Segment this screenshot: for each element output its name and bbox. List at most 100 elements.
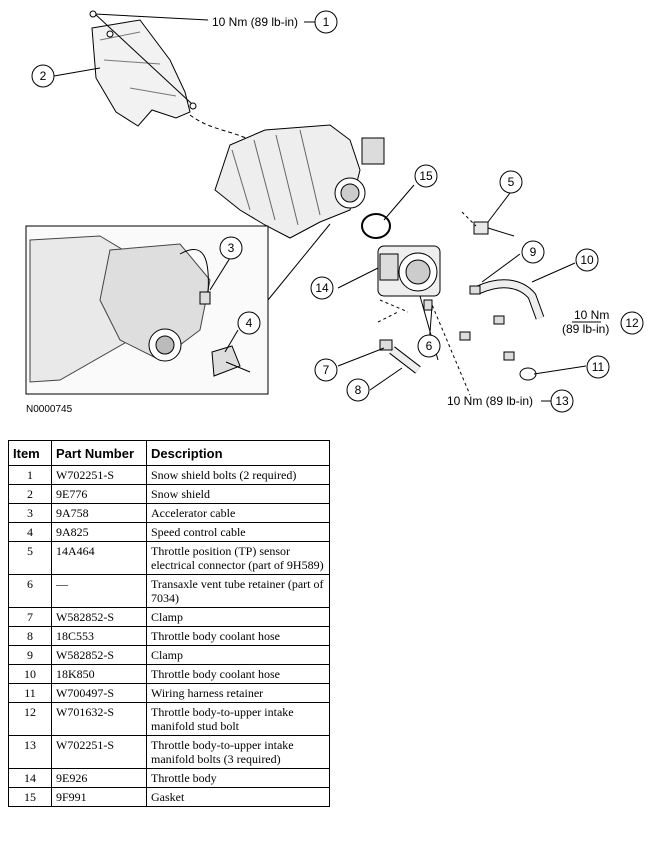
tp-connector-illustration <box>473 221 515 237</box>
callout-3: 3 <box>219 236 243 260</box>
item-cell: 9 <box>8 645 52 665</box>
item-cell: 11 <box>8 683 52 703</box>
part-number-cell: 9A825 <box>51 522 147 542</box>
part-number-cell: W582852-S <box>51 607 147 627</box>
item-cell: 7 <box>8 607 52 627</box>
description-cell: Wiring harness retainer <box>146 683 330 703</box>
header-part-number: Part Number <box>51 440 147 466</box>
item-cell: 12 <box>8 702 52 736</box>
callout-number: 13 <box>555 394 569 408</box>
bolts-illustration <box>459 285 537 381</box>
description-cell: Throttle body-to-upper intake manifold s… <box>146 702 330 736</box>
callout-number: 11 <box>592 360 605 374</box>
item-cell: 1 <box>8 465 52 485</box>
description-cell: Clamp <box>146 645 330 665</box>
torque-label-13: 10 Nm (89 lb-in) <box>447 394 533 408</box>
item-cell: 3 <box>8 503 52 523</box>
snow-shield-illustration <box>91 19 191 127</box>
callout-9: 9 <box>521 240 545 264</box>
header-description: Description <box>146 440 330 466</box>
part-number-cell: — <box>51 574 147 608</box>
callout-11: 11 <box>586 355 610 379</box>
part-number-cell: 18K850 <box>51 664 147 684</box>
gasket-illustration <box>361 213 391 239</box>
callout-8: 8 <box>346 378 370 402</box>
torque-label-12-line2: (89 lb-in) <box>562 322 609 336</box>
callout-number: 7 <box>323 363 330 377</box>
inset-detail-view <box>25 225 269 395</box>
description-cell: Throttle position (TP) sensor electrical… <box>146 541 330 575</box>
callout-number: 1 <box>323 15 330 29</box>
part-number-cell: 9E776 <box>51 484 147 504</box>
description-cell: Throttle body coolant hose <box>146 626 330 646</box>
callout-14: 14 <box>310 276 334 300</box>
exploded-parts-diagram: 1 2 3 4 5 6 7 8 9 10 11 12 13 14 15 10 N… <box>25 10 644 415</box>
part-number-cell: 18C553 <box>51 626 147 646</box>
item-cell: 2 <box>8 484 52 504</box>
part-number-cell: W700497-S <box>51 683 147 703</box>
item-cell: 14 <box>8 768 52 788</box>
description-cell: Accelerator cable <box>146 503 330 523</box>
item-cell: 5 <box>8 541 52 575</box>
callout-6: 6 <box>417 334 441 358</box>
part-number-cell: 9E926 <box>51 768 147 788</box>
description-cell: Speed control cable <box>146 522 330 542</box>
callout-number: 5 <box>508 175 515 189</box>
item-cell: 8 <box>8 626 52 646</box>
description-cell: Snow shield bolts (2 required) <box>146 465 330 485</box>
callout-number: 12 <box>625 316 639 330</box>
callout-10: 10 <box>575 248 599 272</box>
callout-number: 14 <box>315 281 329 295</box>
description-cell: Snow shield <box>146 484 330 504</box>
intake-manifold-illustration <box>214 124 385 239</box>
callout-13: 13 <box>550 389 574 413</box>
callout-4: 4 <box>237 311 261 335</box>
item-cell: 6 <box>8 574 52 608</box>
description-cell: Clamp <box>146 607 330 627</box>
callout-number: 2 <box>40 69 47 83</box>
description-cell: Throttle body coolant hose <box>146 664 330 684</box>
header-item: Item <box>8 440 52 466</box>
item-cell: 13 <box>8 735 52 769</box>
description-cell: Gasket <box>146 787 330 807</box>
part-number-cell: 14A464 <box>51 541 147 575</box>
item-cell: 10 <box>8 664 52 684</box>
part-number-cell: 9A758 <box>51 503 147 523</box>
callout-number: 9 <box>530 245 537 259</box>
torque-label-1: 10 Nm (89 lb-in) <box>212 15 298 29</box>
callout-5: 5 <box>499 170 523 194</box>
table-row: 6—Transaxle vent tube retainer (part of … <box>8 574 330 608</box>
torque-label-12-line1: 10 Nm <box>574 308 609 322</box>
callout-number: 3 <box>228 241 235 255</box>
part-number-cell: 9F991 <box>51 787 147 807</box>
figure-id: N0000745 <box>26 404 73 415</box>
table-header-row: Item Part Number Description <box>8 440 330 466</box>
callout-number: 10 <box>580 253 594 267</box>
item-cell: 15 <box>8 787 52 807</box>
callout-number: 4 <box>246 316 253 330</box>
part-number-cell: W582852-S <box>51 645 147 665</box>
throttle-body-illustration <box>377 245 441 297</box>
callout-7: 7 <box>314 358 338 382</box>
item-cell: 4 <box>8 522 52 542</box>
part-number-cell: W701632-S <box>51 702 147 736</box>
part-number-cell: W702251-S <box>51 735 147 769</box>
callout-2: 2 <box>31 64 55 88</box>
callout-12: 12 <box>620 311 644 335</box>
